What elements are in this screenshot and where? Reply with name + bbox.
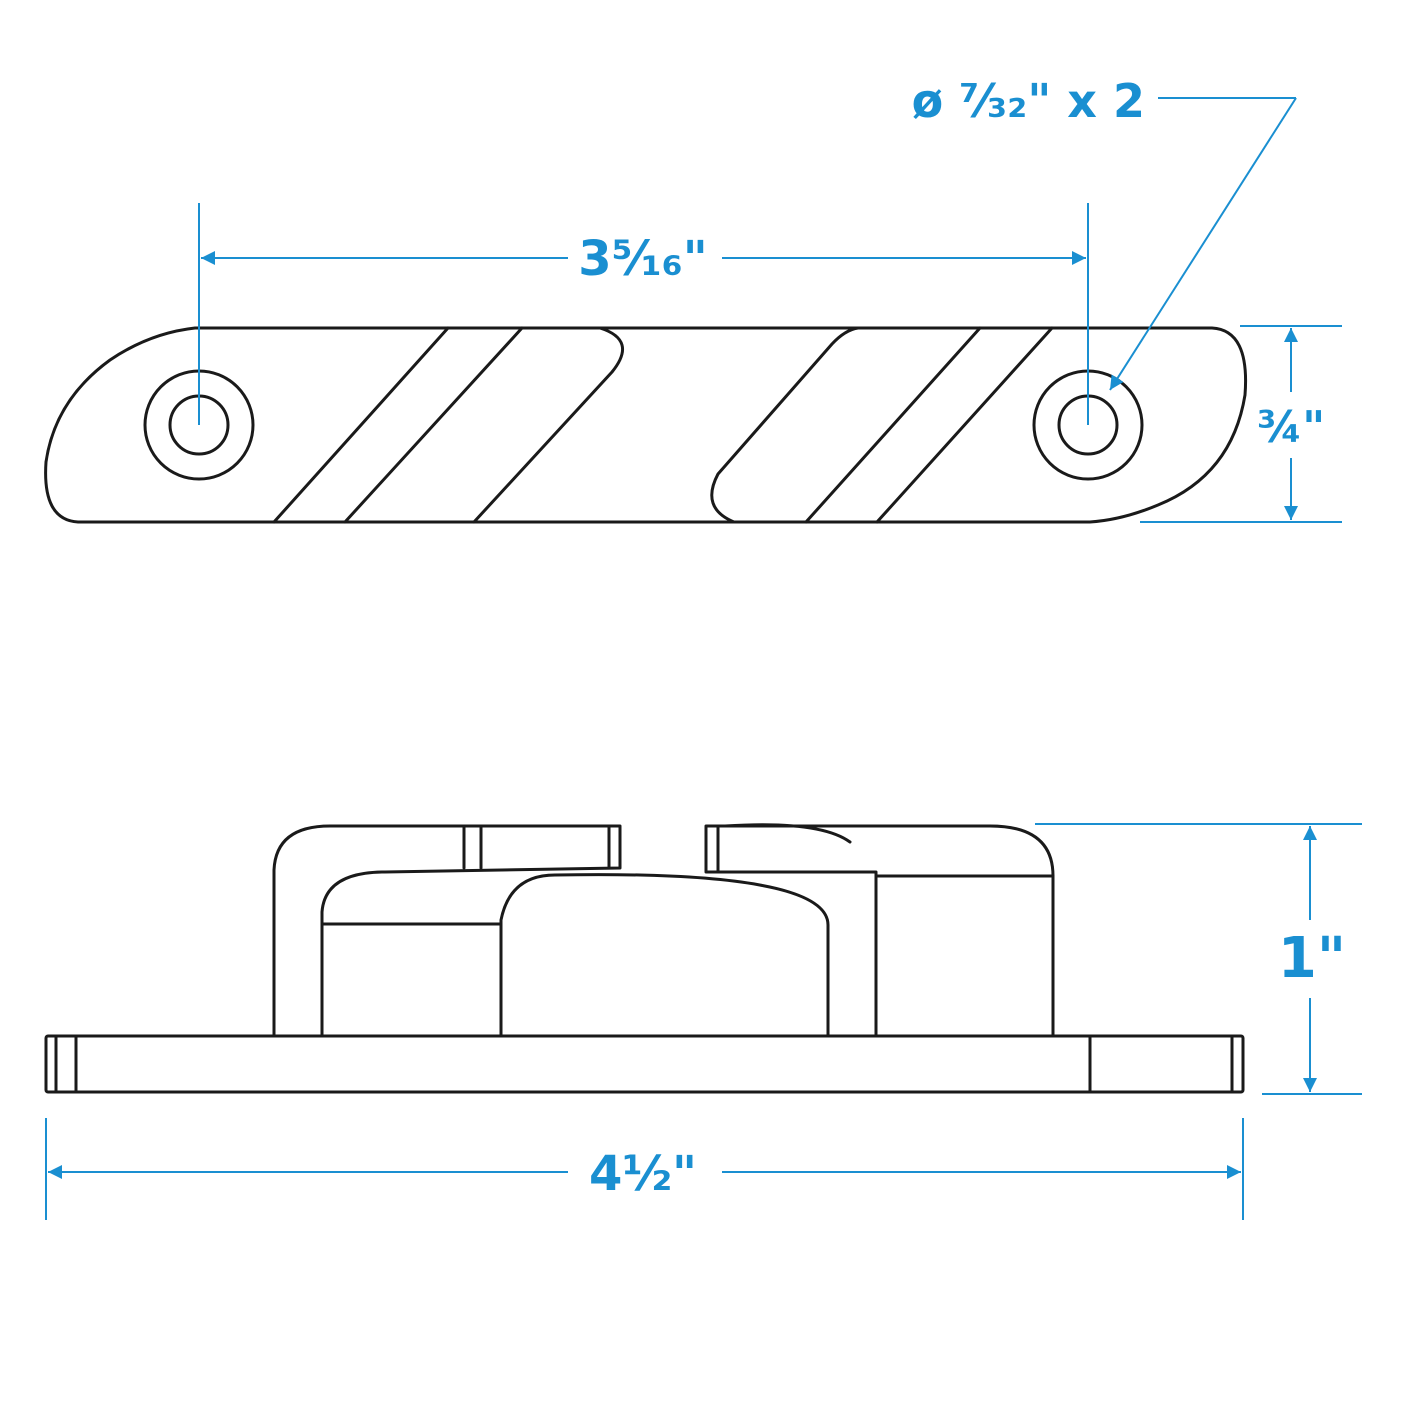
grip-line <box>804 326 982 524</box>
height-label: 1" <box>1278 926 1346 991</box>
grip-line <box>343 326 524 524</box>
side-view <box>44 823 1245 1094</box>
length-label: 4½" <box>589 1146 697 1202</box>
top-view-outline <box>44 326 1248 524</box>
grip-slot <box>472 326 624 524</box>
grip-line <box>875 326 1054 524</box>
top-view <box>44 326 1248 524</box>
width-label: ¾" <box>1257 402 1325 453</box>
hole-spacing-label: 3⁵⁄₁₆" <box>578 231 708 287</box>
right-horn-curve <box>723 823 852 844</box>
hole-diameter-label: ø ⁷⁄₃₂" x 2 <box>912 74 1145 128</box>
center-riser <box>499 873 830 1038</box>
right-horn <box>704 824 1055 1038</box>
left-base-block <box>320 922 503 1038</box>
grip-line <box>272 326 450 524</box>
base-plate <box>44 1034 1245 1094</box>
dimensions: 3⁵⁄₁₆" ø ⁷⁄₃₂" x 2 ¾" 1" 4½" <box>45 74 1362 1220</box>
left-horn <box>272 824 622 1038</box>
leader-line <box>1109 97 1297 391</box>
grip-slot <box>710 326 860 524</box>
